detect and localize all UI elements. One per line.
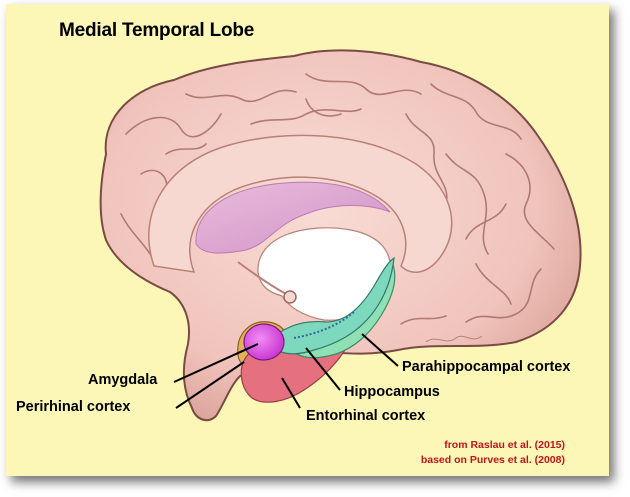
label-hippocampus: Hippocampus — [344, 384, 440, 400]
label-amygdala: Amygdala — [88, 372, 158, 388]
brain-diagram — [99, 49, 582, 422]
label-entorhinal-cortex: Entorhinal cortex — [306, 408, 426, 424]
leader-perirhinal — [175, 361, 245, 409]
label-perirhinal-cortex: Perirhinal cortex — [16, 399, 131, 415]
credit-line-1: from Raslau et al. (2015) — [444, 439, 565, 451]
artist-signature — [425, 335, 483, 343]
label-parahippocampal-cortex: Parahippocampal cortex — [402, 359, 571, 375]
page-title: Medial Temporal Lobe — [59, 20, 255, 41]
fornix-knob — [283, 290, 297, 304]
credit-line-2: based on Purves et al. (2008) — [420, 454, 565, 466]
leader-amygdala — [173, 343, 259, 383]
corpus-callosum — [148, 134, 453, 273]
hippocampus-region — [267, 256, 395, 355]
leader-entorhinal — [281, 377, 301, 409]
diagram-panel: Medial Temporal Lobe Amygdala Perirhinal… — [6, 4, 609, 476]
leader-parahippocampal — [361, 333, 399, 367]
amygdala-region — [243, 323, 285, 361]
lateral-ventricle — [195, 181, 391, 254]
leader-hippocampus — [305, 347, 341, 391]
leader-lines — [173, 333, 399, 409]
